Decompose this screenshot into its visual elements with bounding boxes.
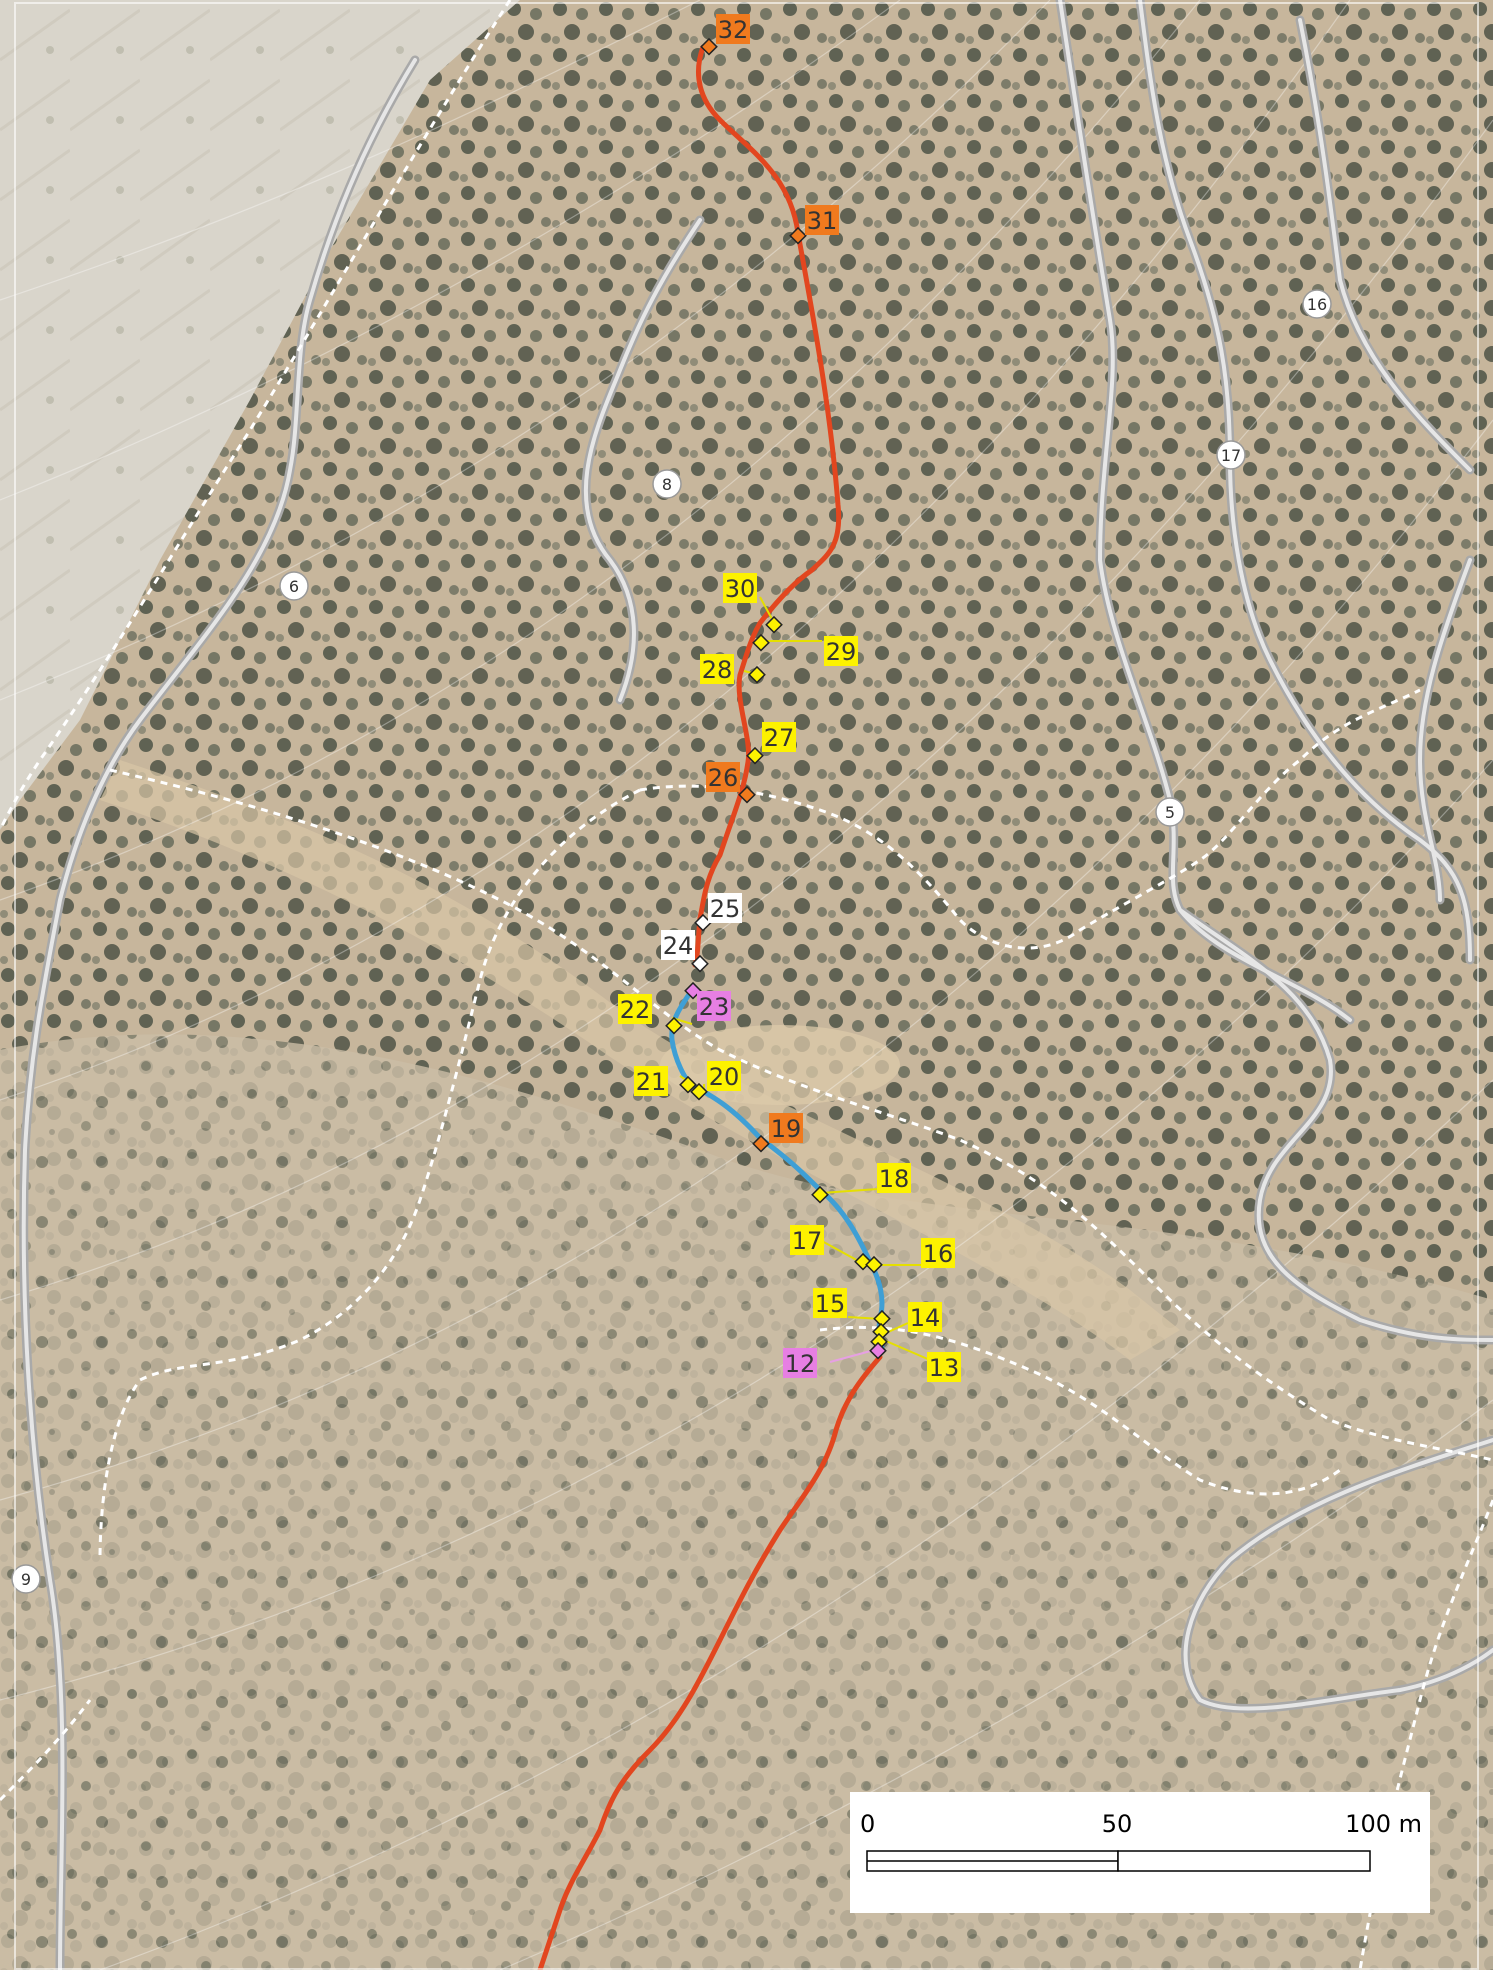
waypoint-label-27[interactable]: 27 [762, 722, 796, 752]
scale-label-start: 0 [860, 1810, 875, 1838]
road-marker-6: 6 [279, 571, 309, 601]
road-marker-16: 16 [1302, 289, 1332, 319]
waypoint-diamond-16[interactable] [865, 1255, 883, 1274]
waypoint-diamond-21[interactable] [679, 1075, 697, 1094]
waypoint-label-15[interactable]: 15 [813, 1288, 847, 1318]
scale-bar: 0 50 100 m [850, 1792, 1430, 1913]
waypoint-number: 26 [708, 764, 739, 792]
waypoint-number: 13 [929, 1354, 960, 1382]
waypoint-number: 12 [785, 1350, 816, 1378]
waypoint-number: 23 [699, 993, 730, 1021]
waypoint-diamond-23[interactable] [684, 981, 702, 1000]
road-marker-5: 5 [1155, 797, 1185, 827]
waypoint-label-31[interactable]: 31 [805, 205, 839, 235]
waypoint-number: 32 [718, 16, 749, 44]
waypoint-label-23[interactable]: 23 [697, 991, 731, 1021]
waypoint-diamond-25[interactable] [694, 913, 712, 932]
road-marker-label: 5 [1165, 803, 1175, 822]
waypoint-label-24[interactable]: 24 [661, 930, 695, 960]
road-marker-label: 16 [1307, 295, 1327, 314]
waypoint-diamond-32[interactable] [700, 37, 718, 56]
road-marker-label: 6 [289, 577, 299, 596]
waypoint-label-16[interactable]: 16 [921, 1238, 955, 1268]
open-field-area [0, 0, 520, 830]
road-markers: 16 17 8 6 5 9 [11, 289, 1332, 1594]
road-marker-label: 17 [1221, 446, 1241, 465]
waypoint-number: 24 [663, 932, 694, 960]
waypoint-diamond-15[interactable] [873, 1309, 891, 1328]
waypoint-label-12[interactable]: 12 [783, 1348, 817, 1378]
waypoint-label-32[interactable]: 32 [716, 14, 750, 44]
waypoint-diamond-31[interactable] [789, 226, 807, 245]
waypoint-number: 19 [771, 1115, 802, 1143]
waypoint-label-21[interactable]: 21 [634, 1066, 668, 1096]
waypoint-label-22[interactable]: 22 [618, 994, 652, 1024]
waypoint-label-18[interactable]: 18 [877, 1163, 911, 1193]
waypoint-label-28[interactable]: 28 [700, 654, 734, 684]
roads [19, 0, 1493, 1970]
waypoint-label-17[interactable]: 17 [790, 1225, 824, 1255]
waypoint-label-30[interactable]: 30 [723, 573, 757, 603]
waypoint-label-19[interactable]: 19 [769, 1113, 803, 1143]
road-marker-9: 9 [11, 1564, 41, 1594]
road-marker-label: 8 [662, 475, 672, 494]
scale-bar-segment-2 [1117, 1850, 1371, 1872]
road-marker-8: 8 [652, 469, 682, 499]
waypoint-diamond-24[interactable] [691, 954, 709, 973]
trail-route-north [692, 44, 842, 968]
waypoint-number: 20 [709, 1063, 740, 1091]
sparse-vegetation-area [0, 1034, 1493, 1970]
waypoint-number: 27 [764, 724, 795, 752]
waypoint-number: 21 [636, 1068, 667, 1096]
trail-route-south [537, 1354, 883, 1970]
road-marker-label: 9 [21, 1570, 31, 1589]
waypoint-label-13[interactable]: 13 [927, 1352, 961, 1382]
waypoint-labels: 32 31 30 29 28 27 26 25 [618, 14, 961, 1382]
waypoint-diamond-20[interactable] [690, 1082, 708, 1101]
waypoint-diamond-26[interactable] [738, 785, 756, 804]
waypoint-markers [665, 37, 891, 1360]
map-border [14, 2, 1479, 1970]
waypoint-number: 17 [792, 1227, 823, 1255]
waypoint-label-14[interactable]: 14 [908, 1302, 942, 1332]
waypoint-number: 29 [826, 638, 857, 666]
waypoint-diamond-22[interactable] [665, 1016, 683, 1035]
waypoint-number: 16 [923, 1240, 954, 1268]
scale-label-mid: 50 [1102, 1810, 1133, 1838]
clearing-track-band [100, 760, 1180, 1360]
waypoint-number: 15 [815, 1290, 846, 1318]
waypoint-diamond-28[interactable] [748, 665, 766, 684]
waypoint-diamond-12[interactable] [869, 1341, 887, 1360]
waypoint-number: 25 [710, 895, 741, 923]
waypoint-label-29[interactable]: 29 [824, 636, 858, 666]
waypoint-diamond-30[interactable] [765, 615, 783, 634]
road-marker-17: 17 [1216, 440, 1246, 470]
trail-route-blue [669, 987, 885, 1351]
waypoint-number: 22 [620, 996, 651, 1024]
waypoint-diamond-27[interactable] [746, 746, 764, 765]
waypoint-number: 30 [725, 575, 756, 603]
waypoint-label-25[interactable]: 25 [708, 893, 742, 923]
waypoint-label-20[interactable]: 20 [707, 1061, 741, 1091]
waypoint-number: 31 [807, 207, 838, 235]
waypoint-diamond-29[interactable] [752, 633, 770, 652]
waypoint-number: 14 [910, 1304, 941, 1332]
waypoint-number: 18 [879, 1165, 910, 1193]
waypoint-label-26[interactable]: 26 [706, 762, 740, 792]
waypoint-number: 28 [702, 656, 733, 684]
waypoint-diamond-19[interactable] [752, 1134, 770, 1153]
waypoint-diamond-18[interactable] [811, 1185, 829, 1204]
scale-label-end: 100 m [1345, 1810, 1422, 1838]
